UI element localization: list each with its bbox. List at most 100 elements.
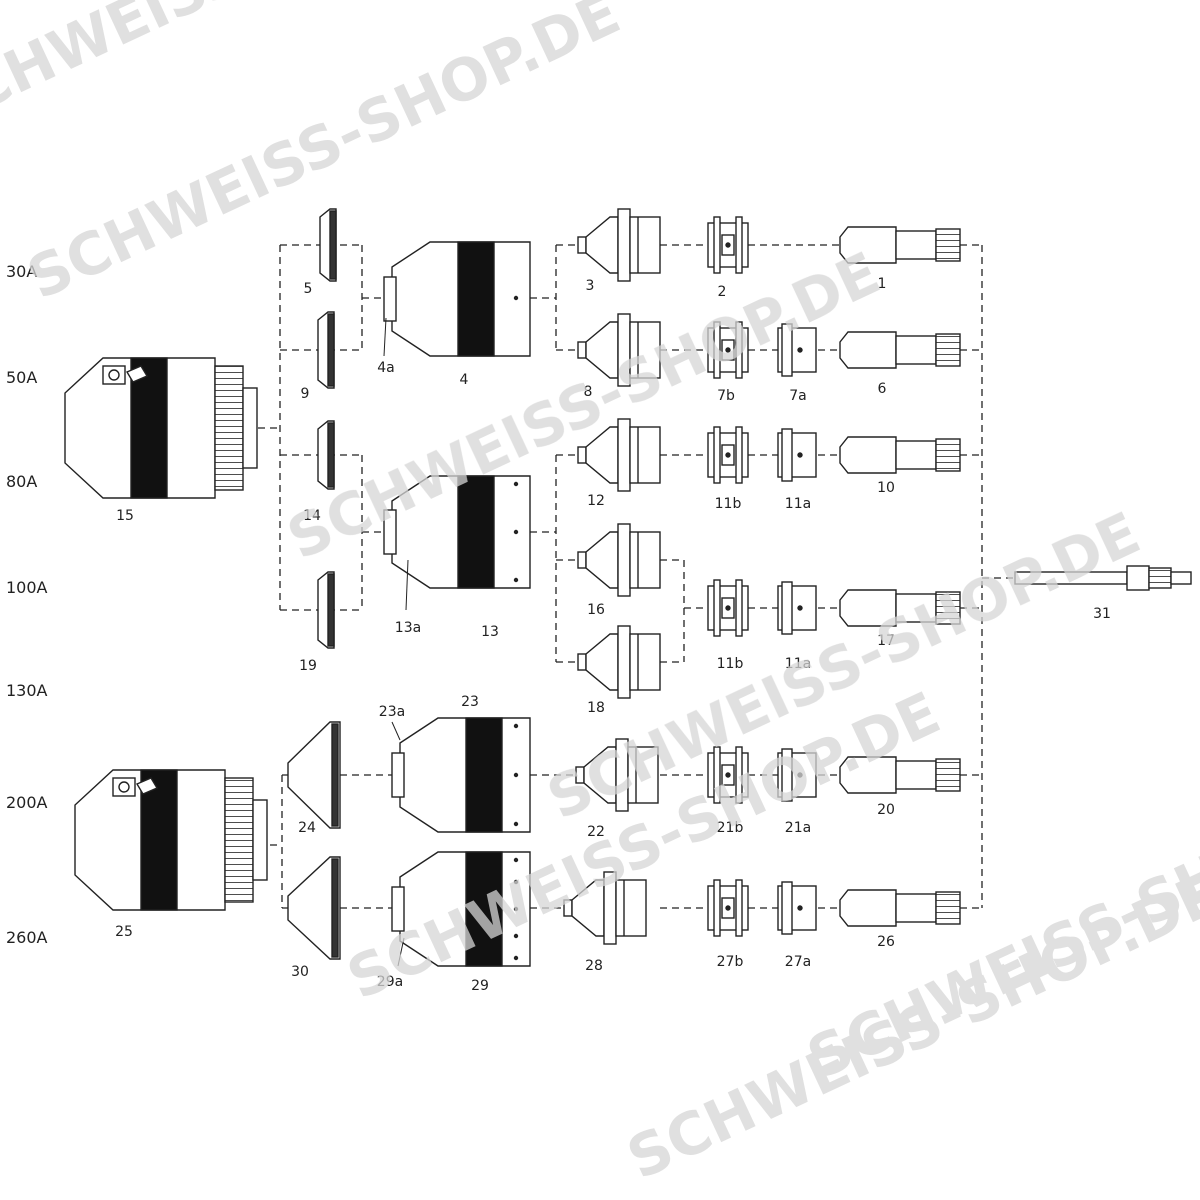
sleeve-collar xyxy=(781,323,793,377)
part-label: 13a xyxy=(395,620,421,636)
removal-tool-31 xyxy=(1014,565,1192,591)
retaining-cap-body xyxy=(399,717,531,833)
shield-rim xyxy=(327,573,335,647)
amperage-label-30a: 30A xyxy=(6,262,38,281)
shield-rim xyxy=(329,210,337,280)
nozzle-tip xyxy=(577,341,587,359)
retaining-cap-dot xyxy=(513,906,519,912)
electrode-shaft xyxy=(895,593,937,623)
part-label: 6 xyxy=(878,381,887,397)
swirl-ring-rib xyxy=(735,321,743,379)
part-label: 18 xyxy=(587,700,605,716)
nozzle-12 xyxy=(577,418,661,492)
part-label: 20 xyxy=(877,802,895,818)
swirl-ring-hole xyxy=(725,347,731,353)
shield-rim xyxy=(327,313,335,387)
shield-9 xyxy=(317,311,335,389)
part-label: 1 xyxy=(878,276,887,292)
torch-thread xyxy=(214,365,244,491)
tool-thread xyxy=(1148,567,1172,589)
swirl-ring-rib xyxy=(713,579,721,637)
shield-body xyxy=(287,721,341,829)
electrode-26 xyxy=(839,889,961,927)
nozzle-tip xyxy=(577,653,587,671)
part-label: 16 xyxy=(587,602,605,618)
nozzle-18 xyxy=(577,625,661,699)
retaining-cap-23 xyxy=(391,717,531,833)
torch-thread xyxy=(224,777,254,903)
torch-band xyxy=(130,357,168,499)
electrode-shaft xyxy=(895,230,937,260)
swirl-ring-rib xyxy=(735,426,743,484)
retaining-cap-ring xyxy=(391,886,405,932)
part-label: 3 xyxy=(586,278,595,294)
electrode-shaft xyxy=(895,893,937,923)
retaining-cap-band xyxy=(465,717,503,833)
part-label: 21a xyxy=(785,820,811,836)
retaining-cap-29 xyxy=(391,851,531,967)
part-label: 4a xyxy=(377,360,395,376)
retaining-cap-dot xyxy=(513,955,519,961)
part-label: 28 xyxy=(585,958,603,974)
part-label: 17 xyxy=(877,633,895,649)
part-label: 27b xyxy=(717,954,744,970)
tool-tip xyxy=(1170,571,1192,585)
retaining-cap-dot xyxy=(513,295,519,301)
electrode-head xyxy=(839,436,897,474)
part-label: 29 xyxy=(471,978,489,994)
swirl-ring-11b xyxy=(707,426,749,484)
sleeve-hole xyxy=(797,347,803,353)
swirl-ring-hole xyxy=(725,605,731,611)
electrode-shaft xyxy=(895,335,937,365)
retaining-cap-13 xyxy=(383,475,531,589)
electrode-head xyxy=(839,331,897,369)
part-label: 30 xyxy=(291,964,309,980)
nozzle-body xyxy=(629,633,661,691)
part-label: 12 xyxy=(587,493,605,509)
swirl-ring-rib xyxy=(735,879,743,937)
retaining-cap-dot xyxy=(513,821,519,827)
retaining-cap-band xyxy=(457,475,495,589)
tool-grip xyxy=(1126,565,1150,591)
retaining-cap-ring xyxy=(383,509,397,555)
shield-rim xyxy=(327,422,335,488)
retaining-cap-dot xyxy=(513,857,519,863)
retaining-cap-dot xyxy=(513,933,519,939)
torch-end xyxy=(242,387,258,469)
retaining-cap-dot xyxy=(513,772,519,778)
retaining-cap-dot xyxy=(513,481,519,487)
watermark-text: SCHWEISS-SHOP.DE xyxy=(277,239,890,573)
torch-body-15 xyxy=(64,357,258,499)
electrode-1 xyxy=(839,226,961,264)
part-label: 22 xyxy=(587,824,605,840)
part-label: 29a xyxy=(377,974,403,990)
sleeve-collar xyxy=(781,428,793,482)
part-label: 5 xyxy=(304,281,313,297)
part-label: 2 xyxy=(718,284,727,300)
retaining-cap-dot xyxy=(513,723,519,729)
torch-clip xyxy=(135,777,159,795)
nozzle-3 xyxy=(577,208,661,282)
retaining-cap-dot xyxy=(513,879,519,885)
part-label: 9 xyxy=(301,386,310,402)
electrode-thread xyxy=(935,758,961,792)
retaining-cap-ring xyxy=(391,752,405,798)
part-label: 10 xyxy=(877,480,895,496)
swirl-ring-21b xyxy=(707,746,749,804)
torch-body-25 xyxy=(74,769,268,911)
shield-19 xyxy=(317,571,335,649)
nozzle-flange xyxy=(617,418,631,492)
part-label: 23 xyxy=(461,694,479,710)
part-label: 4 xyxy=(460,372,469,388)
swirl-ring-hole xyxy=(725,905,731,911)
part-label: 11b xyxy=(717,656,744,672)
nozzle-28 xyxy=(563,871,647,945)
part-label: 15 xyxy=(116,508,134,524)
shield-5 xyxy=(319,208,337,282)
part-label: 7b xyxy=(717,388,735,404)
part-label: 26 xyxy=(877,934,895,950)
part-labels: 1 2 3 4 4a 5 6 7a 7b 8 9 10 11a 11b 12 1… xyxy=(115,276,1111,994)
retaining-cap-4 xyxy=(383,241,531,357)
sleeve-hole xyxy=(797,605,803,611)
